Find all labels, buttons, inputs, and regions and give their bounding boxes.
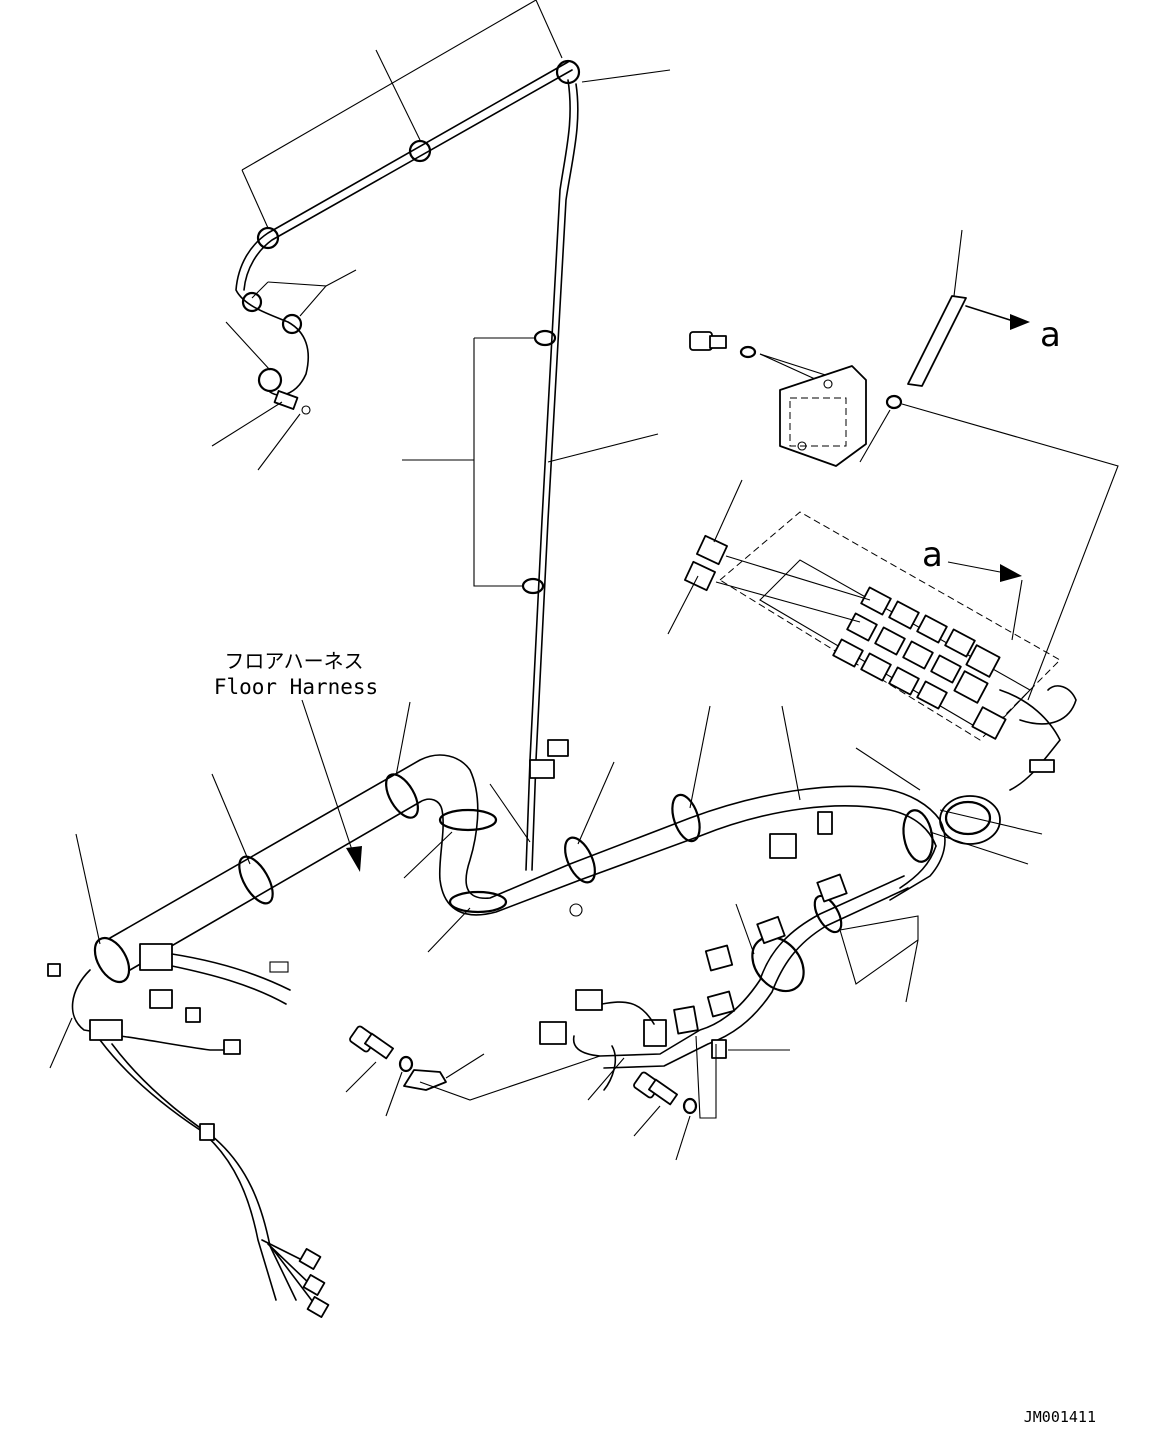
left-junction-box [139, 943, 173, 971]
upper-cable-run [235, 59, 581, 415]
view-arrow-mid [1000, 564, 1022, 582]
clip-floor-3 [438, 808, 498, 832]
clip-floor-2 [385, 773, 419, 819]
harness-clamp [711, 1039, 727, 1059]
lower-hardware [345, 1025, 698, 1161]
connector-f [643, 1019, 667, 1047]
left-branch [47, 943, 330, 1318]
connector-h [539, 1021, 567, 1045]
junction-connector [529, 759, 555, 779]
clip-floor-7 [902, 809, 934, 863]
harness-loop [751, 935, 805, 993]
clip-vertical-1 [533, 329, 557, 347]
bracket-strip [907, 295, 967, 387]
floor-harness-label-jp: フロアハーネス [224, 649, 363, 673]
grommet-right [939, 795, 1001, 845]
callout-leaders-middle [75, 701, 1043, 953]
upper-connector [273, 390, 299, 410]
clip-ring-5 [257, 367, 283, 393]
connector-e [673, 1005, 699, 1035]
upper-right-hardware [689, 229, 1119, 701]
vertical-cable [521, 79, 579, 871]
branch-clip [199, 1123, 215, 1141]
washer-lower-right [682, 1097, 698, 1115]
left-connector-2 [149, 989, 173, 1009]
relay-bank [832, 586, 1007, 740]
spare-relay-1 [695, 534, 729, 566]
drawing-code: JM001411 [1024, 1408, 1096, 1426]
branch-plug-3 [306, 1296, 330, 1318]
connector-b [756, 915, 786, 945]
relay-box-assembly [667, 479, 1077, 845]
clip-ring-2 [408, 139, 432, 163]
floor-harness-arrow [346, 846, 362, 872]
branch-plug-2 [302, 1274, 326, 1296]
view-marker-mid: a [922, 535, 943, 575]
clip-floor-4 [448, 890, 508, 914]
clip-vertical-2 [521, 577, 545, 595]
relay-cover-plate [779, 365, 867, 467]
clip-floor-left [93, 936, 131, 984]
bolt-head [689, 331, 713, 351]
floor-harness-callout: フロアハーネス Floor Harness [214, 649, 378, 872]
bolt-shank [709, 335, 727, 349]
spare-relay-2 [683, 560, 717, 592]
washer-lower-left [398, 1055, 414, 1073]
washer-top [739, 345, 757, 359]
clamp-lower-left [403, 1069, 447, 1091]
clip-ring-3 [241, 291, 263, 313]
clip-floor-6 [671, 793, 701, 843]
clip-floor-5 [564, 836, 596, 884]
lower-sub-harness [539, 873, 919, 1119]
connector-g [575, 989, 603, 1011]
connector-c [704, 944, 734, 972]
connector-a [816, 873, 848, 903]
callout-leaders-top [211, 0, 671, 587]
branch-plug-1 [298, 1248, 322, 1270]
left-connector-3 [223, 1039, 241, 1055]
clip-floor-1 [238, 855, 274, 905]
floor-harness-label-en: Floor Harness [214, 675, 378, 699]
clip-ring-4 [281, 313, 303, 335]
washer-right [885, 394, 903, 410]
view-marker-top: a [1040, 315, 1061, 355]
view-arrow-top [1010, 314, 1030, 330]
main-floor-harness [93, 739, 946, 984]
connector-d [706, 990, 736, 1018]
left-connector-main [89, 1019, 123, 1041]
floor-bracket [769, 833, 797, 859]
